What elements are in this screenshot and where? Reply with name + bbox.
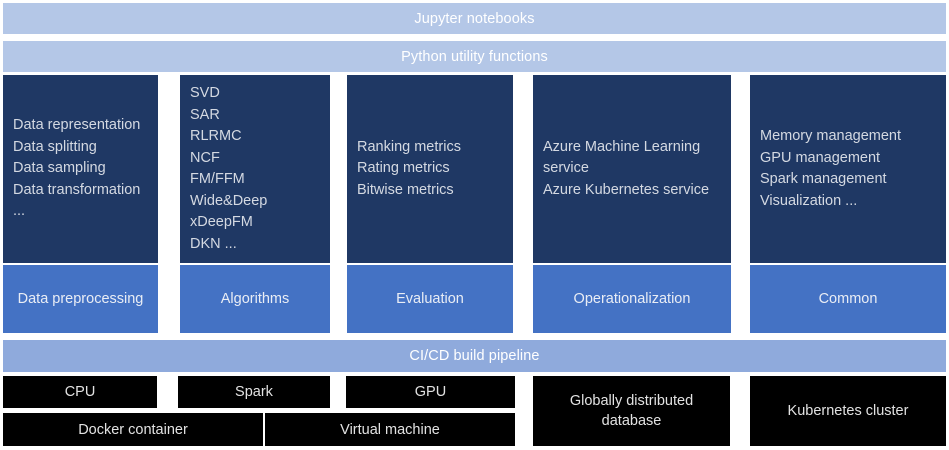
list-item: Wide&Deep bbox=[190, 192, 268, 209]
feature-list-algorithms: SVD SAR RLRMC NCF FM/FFM Wide&Deep xDeep… bbox=[190, 83, 320, 255]
list-item: DKN ... bbox=[190, 235, 237, 252]
banner-cicd-build-pipeline: CI/CD build pipeline bbox=[3, 340, 946, 372]
list-item: GPU management bbox=[760, 149, 881, 166]
list-item: NCF bbox=[190, 149, 220, 166]
list-item: Visualization ... bbox=[760, 192, 858, 209]
infra-box-kubernetes-cluster: Kubernetes cluster bbox=[750, 376, 946, 446]
banner-python-label: Python utility functions bbox=[401, 48, 548, 65]
list-item: Data sampling bbox=[13, 160, 106, 177]
pillar-label-operationalization: Operationalization bbox=[533, 265, 731, 333]
pillar-body-algorithms: SVD SAR RLRMC NCF FM/FFM Wide&Deep xDeep… bbox=[180, 75, 330, 263]
list-item: xDeepFM bbox=[190, 214, 253, 230]
infra-box-virtual-machine: Virtual machine bbox=[265, 413, 515, 446]
list-item: Bitwise metrics bbox=[357, 181, 454, 198]
infra-box-gpu: GPU bbox=[346, 376, 515, 408]
list-item: Rating metrics bbox=[357, 160, 450, 177]
list-item: FM/FFM bbox=[190, 171, 245, 187]
banner-jupyter-label: Jupyter notebooks bbox=[414, 10, 535, 27]
feature-list-common: Memory management GPU management Spark m… bbox=[760, 126, 936, 212]
pillar-label-evaluation: Evaluation bbox=[347, 265, 513, 333]
pillar-label-common: Common bbox=[750, 265, 946, 333]
pillar-body-operationalization: Azure Machine Learning service Azure Kub… bbox=[533, 75, 731, 263]
list-item: Azure Machine Learning service bbox=[543, 138, 701, 177]
pillar-body-data-preprocessing: Data representation Data splitting Data … bbox=[3, 75, 158, 263]
list-item: Azure Kubernetes service bbox=[543, 181, 710, 198]
infra-box-docker-container: Docker container bbox=[3, 413, 263, 446]
pillar-body-evaluation: Ranking metrics Rating metrics Bitwise m… bbox=[347, 75, 513, 263]
feature-list-data-preprocessing: Data representation Data splitting Data … bbox=[13, 115, 148, 223]
list-item: Data representation bbox=[13, 117, 141, 134]
infra-box-spark: Spark bbox=[178, 376, 330, 408]
list-item: Memory management bbox=[760, 128, 902, 144]
feature-list-evaluation: Ranking metrics Rating metrics Bitwise m… bbox=[357, 137, 503, 202]
list-item: Data splitting bbox=[13, 138, 97, 155]
list-item: SVD bbox=[190, 85, 220, 101]
infra-box-cpu: CPU bbox=[3, 376, 157, 408]
pillar-label-algorithms: Algorithms bbox=[180, 265, 330, 333]
feature-list-operationalization: Azure Machine Learning service Azure Kub… bbox=[543, 137, 721, 202]
list-item: Data transformation ... bbox=[13, 181, 141, 220]
pillar-body-common: Memory management GPU management Spark m… bbox=[750, 75, 946, 263]
infra-box-globally-distributed-database: Globally distributed database bbox=[533, 376, 730, 446]
list-item: Ranking metrics bbox=[357, 138, 461, 155]
banner-cicd-label: CI/CD build pipeline bbox=[409, 348, 540, 364]
pillar-label-data-preprocessing: Data preprocessing bbox=[3, 265, 158, 333]
list-item: SAR bbox=[190, 106, 220, 123]
banner-python-utility-functions: Python utility functions bbox=[3, 41, 946, 72]
list-item: Spark management bbox=[760, 171, 887, 187]
banner-jupyter-notebooks: Jupyter notebooks bbox=[3, 3, 946, 34]
list-item: RLRMC bbox=[190, 128, 242, 144]
